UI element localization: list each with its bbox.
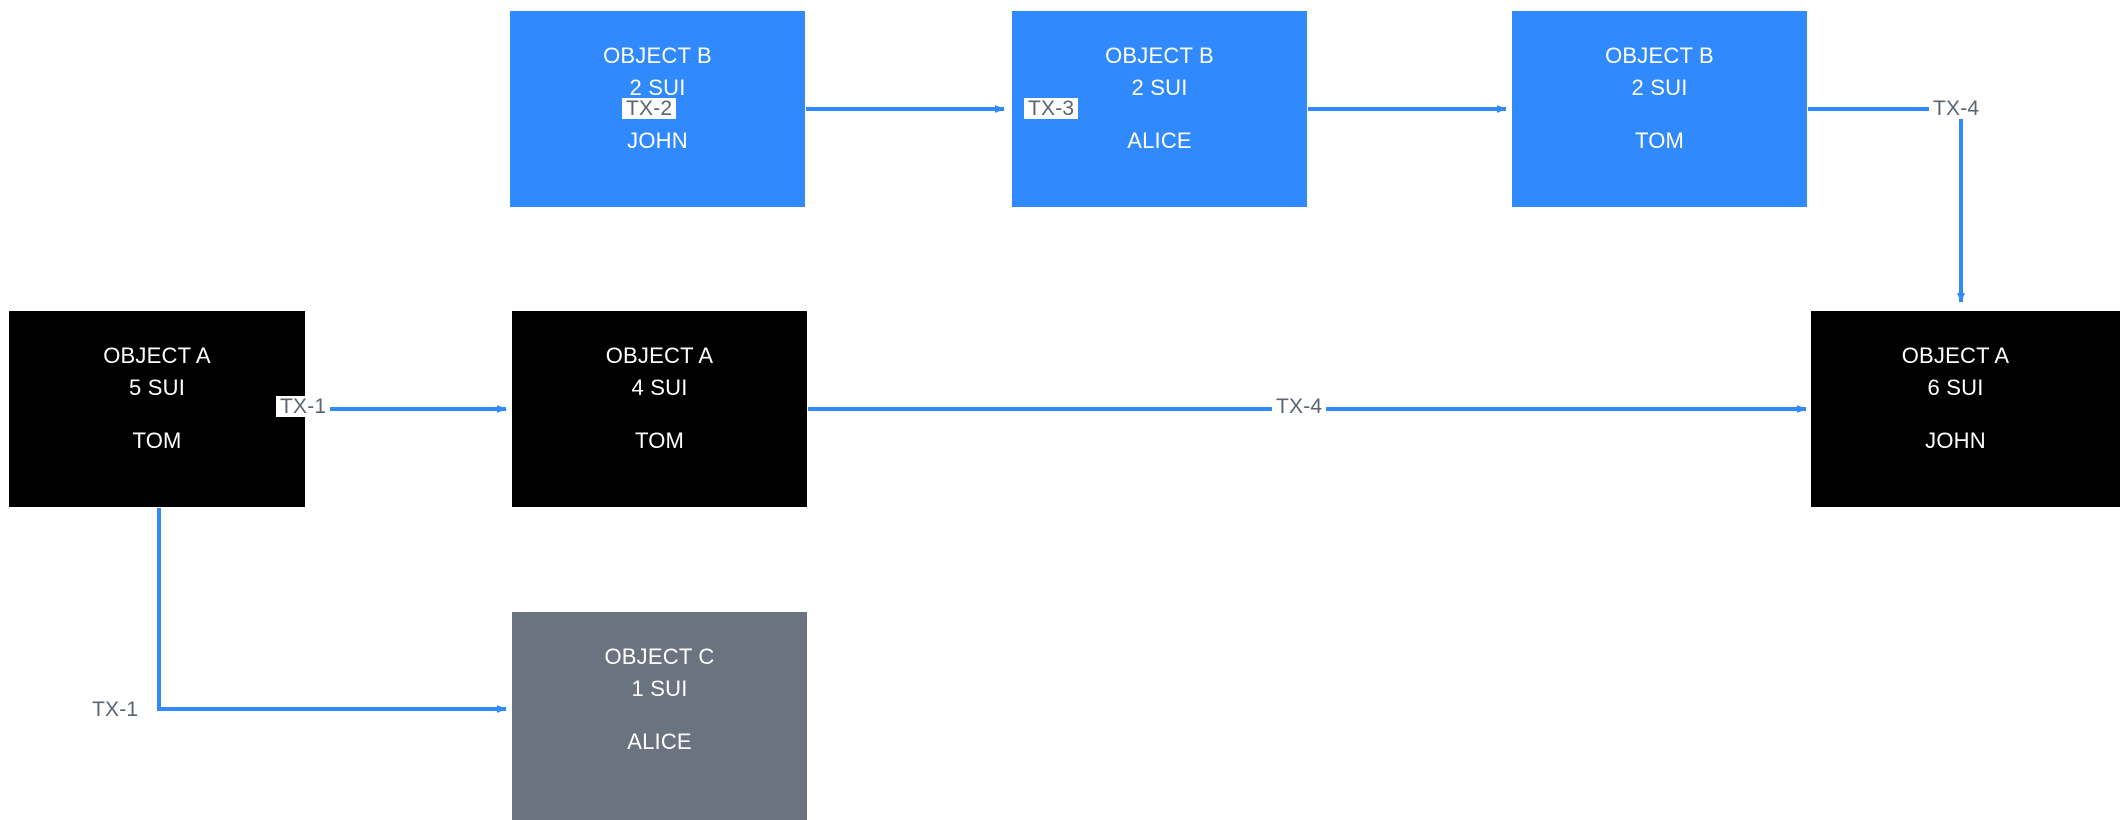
node-title: OBJECT C bbox=[604, 644, 715, 669]
node-amount: 6 SUI bbox=[1927, 375, 1984, 400]
node-amount: 4 SUI bbox=[631, 375, 688, 400]
node-owner: TOM bbox=[1634, 128, 1685, 153]
node-object-a-5sui-tom[interactable]: OBJECT A 5 SUI TOM bbox=[9, 311, 305, 507]
node-title: OBJECT B bbox=[1605, 43, 1714, 68]
node-title: OBJECT A bbox=[103, 343, 211, 368]
node-title: OBJECT B bbox=[1105, 43, 1214, 68]
edge-label-tx-4-merge-b: TX-4 bbox=[1929, 98, 1984, 119]
edge-label-tx-1-split-c: TX-1 bbox=[88, 699, 143, 720]
edge-label-tx-4-merge-a: TX-4 bbox=[1272, 396, 1327, 417]
node-object-c-alice[interactable]: OBJECT C 1 SUI ALICE bbox=[512, 612, 807, 820]
node-title: OBJECT B bbox=[603, 43, 712, 68]
node-object-a-6sui-john[interactable]: OBJECT A 6 SUI JOHN bbox=[1811, 311, 2120, 507]
edge-tx-4-merge-b bbox=[1808, 107, 1965, 303]
node-amount: 2 SUI bbox=[1131, 75, 1188, 100]
edge-label-tx-2: TX-2 bbox=[622, 98, 677, 119]
edge-tx-1-split-c bbox=[157, 508, 507, 713]
node-owner: JOHN bbox=[1925, 428, 1986, 453]
node-owner: TOM bbox=[634, 428, 685, 453]
node-amount: 2 SUI bbox=[1631, 75, 1688, 100]
node-title: OBJECT A bbox=[1901, 343, 2010, 368]
node-object-b-alice[interactable]: OBJECT B 2 SUI ALICE bbox=[1012, 11, 1307, 207]
node-title: OBJECT A bbox=[605, 343, 714, 368]
node-amount: 2 SUI bbox=[629, 75, 686, 100]
node-amount: 1 SUI bbox=[631, 676, 688, 701]
node-owner: TOM bbox=[132, 428, 182, 453]
node-owner: ALICE bbox=[1127, 128, 1192, 153]
node-amount: 5 SUI bbox=[128, 375, 186, 400]
node-object-a-4sui-tom[interactable]: OBJECT A 4 SUI TOM bbox=[512, 311, 807, 507]
node-object-b-tom[interactable]: OBJECT B 2 SUI TOM bbox=[1512, 11, 1807, 207]
edge-label-tx-3: TX-3 bbox=[1024, 98, 1079, 119]
node-owner: ALICE bbox=[627, 729, 692, 754]
node-object-b-john[interactable]: OBJECT B 2 SUI JOHN bbox=[510, 11, 805, 207]
edge-label-tx-1-split-a: TX-1 bbox=[276, 396, 331, 417]
node-owner: JOHN bbox=[627, 128, 688, 153]
